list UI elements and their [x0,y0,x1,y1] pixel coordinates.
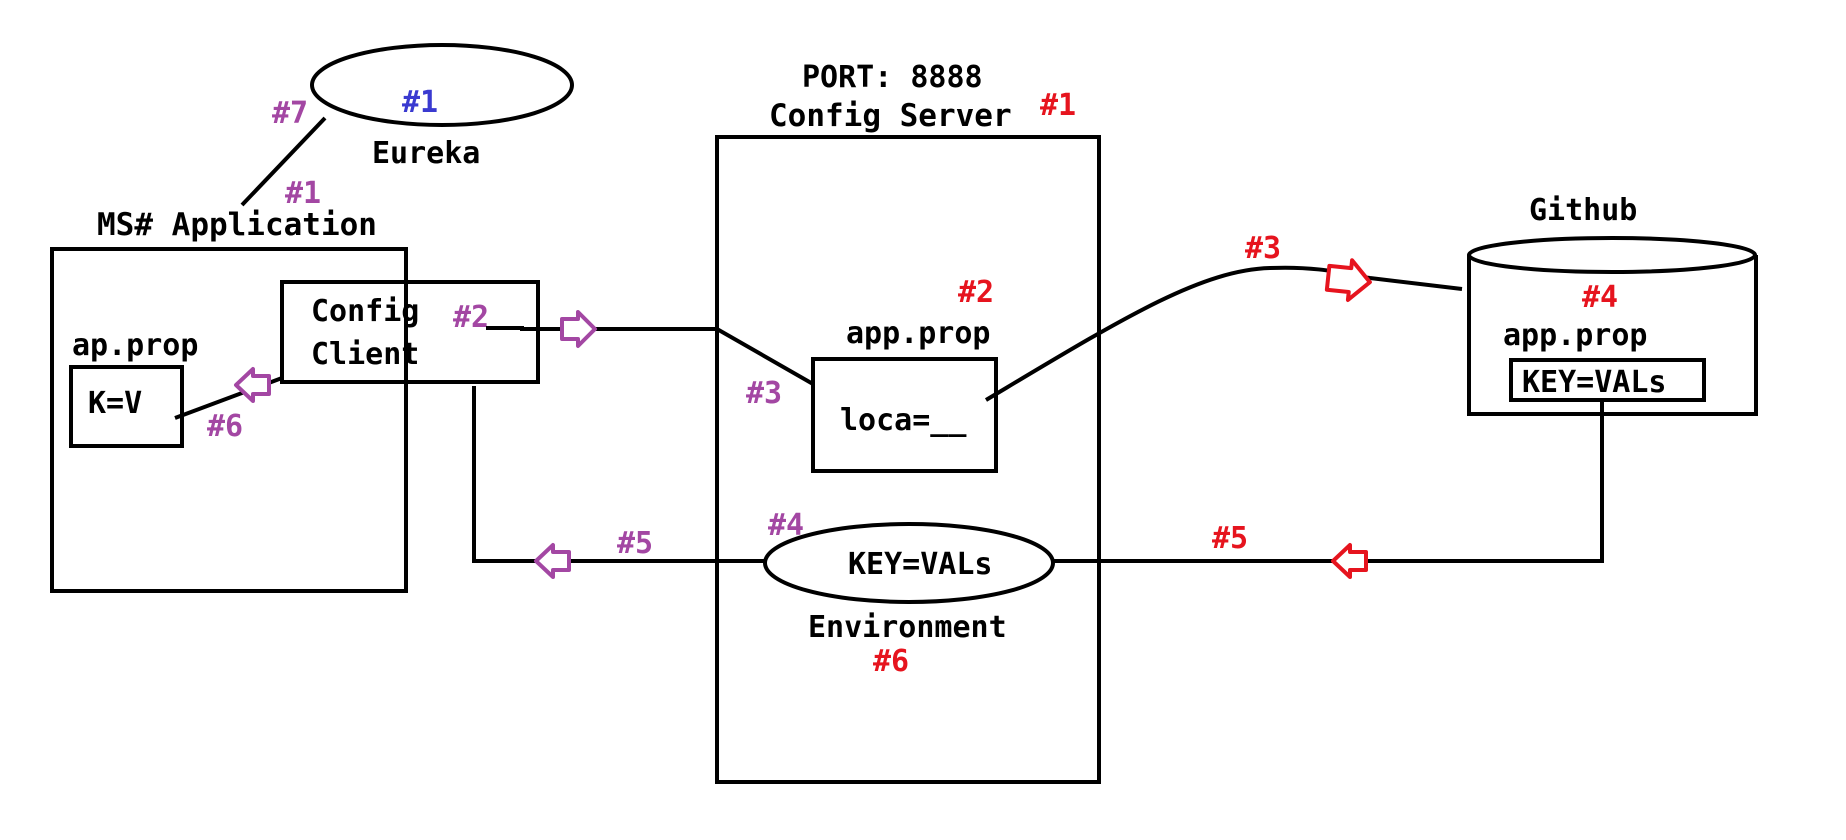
local-props-entry: K=V [88,386,142,421]
eureka-node [310,43,574,127]
client-to-server-line [486,326,814,386]
environment-to-client-arrow-icon [534,543,571,579]
github-label: Github [1529,193,1637,228]
github-marker: #4 [1582,280,1618,315]
local-props-title: ap.prop [72,328,198,363]
environment-label: Environment [808,610,1007,645]
local-props-box [69,365,184,448]
client-to-local-marker: #6 [207,409,243,444]
server-to-github-line [984,265,1463,402]
config-server-title: Config Server [769,98,1012,134]
server-app-prop-box [811,357,998,473]
client-to-server-marker: #2 [453,300,489,335]
eureka-link-line [240,116,327,207]
client-to-local-arrow-icon [234,367,271,403]
github-props-entry: KEY=VALs [1522,365,1667,400]
github-repository-top [1467,236,1757,274]
ms-application-box [50,247,408,593]
config-client-box [280,280,540,384]
eureka-link-marker: #7 [272,96,308,131]
config-server-port: PORT: 8888 [802,60,983,95]
github-to-environment-arrow-icon [1331,543,1368,579]
environment-to-client-marker: #5 [617,526,653,561]
config-server-marker: #1 [1040,88,1076,123]
github-app-prop-title: app.prop [1503,318,1648,353]
environment-marker: #6 [873,644,909,679]
github-props-box [1509,358,1706,402]
server-app-prop-entry: loca=__ [840,403,967,438]
server-app-prop-marker: #2 [958,275,994,310]
server-to-github-marker: #3 [1245,231,1281,266]
environment-to-client-line [472,386,765,563]
server-to-github-arrow-icon [1324,258,1372,302]
server-link-marker: #3 [746,376,782,411]
github-repository [1467,255,1758,416]
eureka-marker: #1 [402,85,438,120]
environment-link-marker: #4 [768,508,804,543]
ms-application-title: MS# Application [97,207,377,243]
client-to-server-arrow-icon [560,310,597,348]
server-app-prop-title: app.prop [846,316,991,351]
ms-application-marker: #1 [285,176,321,211]
environment-value: KEY=VALs [848,547,993,582]
github-to-environment-marker: #5 [1212,521,1248,556]
eureka-label: Eureka [372,136,480,171]
github-to-environment-line [1053,402,1604,563]
config-client-label-line2: Client [311,337,419,372]
config-server-box [715,135,1101,784]
config-client-label-line1: Config [311,294,419,329]
